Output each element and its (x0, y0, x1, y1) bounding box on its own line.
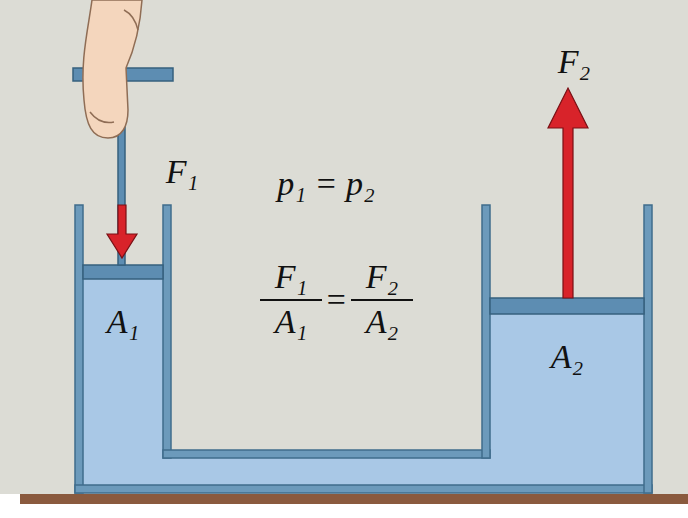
bottom-wall (75, 485, 652, 493)
knuckle (124, 10, 138, 30)
large-piston (490, 298, 644, 314)
fraction-denominator: A₂ (366, 305, 399, 339)
pressure-equation: p₁ = p₂ (277, 167, 375, 201)
equals-sign: = (325, 283, 348, 317)
background (0, 0, 688, 494)
small-piston (83, 265, 163, 279)
left-outer-wall (75, 205, 83, 493)
force-arrow-up (548, 88, 588, 298)
left-inner-wall (163, 205, 171, 458)
force-label: F₂ (558, 45, 591, 79)
finger (83, 0, 142, 138)
fraction-numerator: F₂ (366, 260, 399, 294)
channel-top-wall (163, 450, 490, 458)
fraction-denominator: A₁ (275, 305, 308, 339)
area-label: A₂ (551, 340, 584, 374)
force-label: F₁ (166, 155, 199, 189)
fraction-bar (260, 299, 322, 301)
force-arrow-down (107, 205, 137, 258)
fraction-numerator: F₁ (275, 260, 308, 294)
floor (20, 494, 688, 504)
area-label: A₁ (107, 305, 140, 339)
right-inner-wall (482, 205, 490, 458)
hand (83, 0, 142, 138)
fraction-bar (351, 299, 413, 301)
nail (90, 112, 114, 123)
right-outer-wall (644, 205, 652, 493)
